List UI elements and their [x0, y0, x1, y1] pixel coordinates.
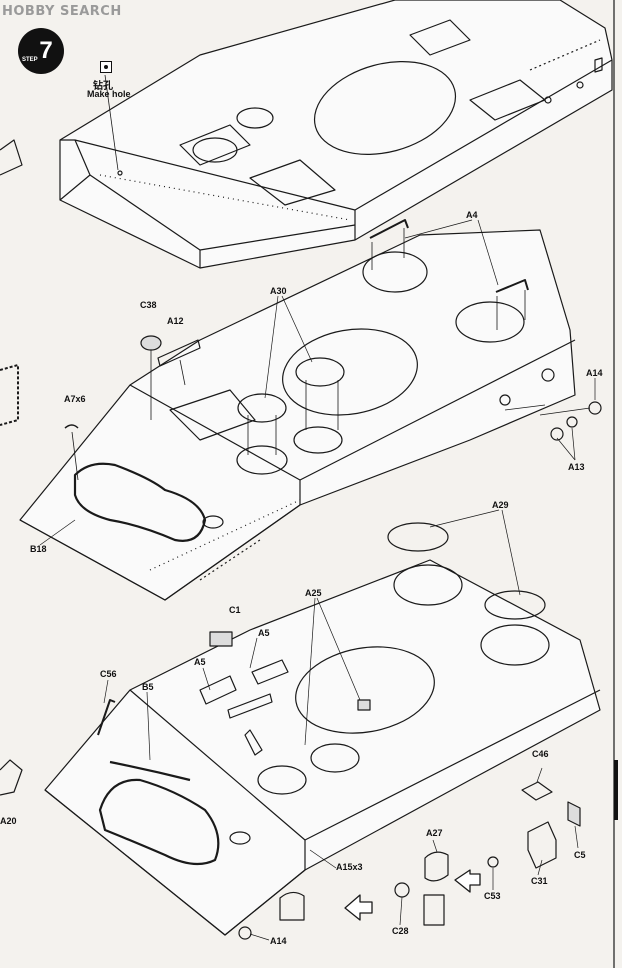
step-badge: 7 STEP [18, 28, 64, 74]
part-label-c56: C56 [100, 669, 117, 679]
part-label-a4: A4 [466, 210, 478, 220]
part-label-b18: B18 [30, 544, 47, 554]
part-label-b5: B5 [142, 682, 154, 692]
part-label-a12: A12 [167, 316, 184, 326]
part-label-a14-top: A14 [586, 368, 603, 378]
part-label-c53: C53 [484, 891, 501, 901]
part-label-c38: C38 [140, 300, 157, 310]
part-label-c31: C31 [531, 876, 548, 886]
part-label-c5: C5 [574, 850, 586, 860]
part-label-c46: C46 [532, 749, 549, 759]
leader-lines [39, 219, 596, 941]
drill-hole-icon [100, 61, 112, 73]
part-label-a30: A30 [270, 286, 287, 296]
step-label: STEP [22, 57, 38, 63]
part-label-a29: A29 [492, 500, 509, 510]
part-label-a14-bottom: A14 [270, 936, 287, 946]
drill-note-en: Make hole [87, 89, 131, 99]
part-label-c1: C1 [229, 605, 241, 615]
part-label-a15x3: A15x3 [336, 862, 363, 872]
part-label-a27: A27 [426, 828, 443, 838]
hull-top [59, 0, 613, 269]
part-label-a20: A20 [0, 816, 17, 826]
part-label-c28: C28 [392, 926, 409, 936]
watermark: HOBBY SEARCH [2, 4, 122, 19]
hull-bottom [44, 522, 601, 940]
left-edge-fragments [0, 139, 23, 796]
drill-note-cn: 钻孔 [93, 81, 113, 92]
part-label-a5-right: A5 [258, 628, 270, 638]
part-label-a7x6: A7x6 [64, 394, 86, 404]
part-label-a5-left: A5 [194, 657, 206, 667]
part-label-a13: A13 [568, 462, 585, 472]
step-number: 7 [39, 37, 53, 64]
part-label-a25: A25 [305, 588, 322, 598]
hull-middle [19, 219, 602, 601]
